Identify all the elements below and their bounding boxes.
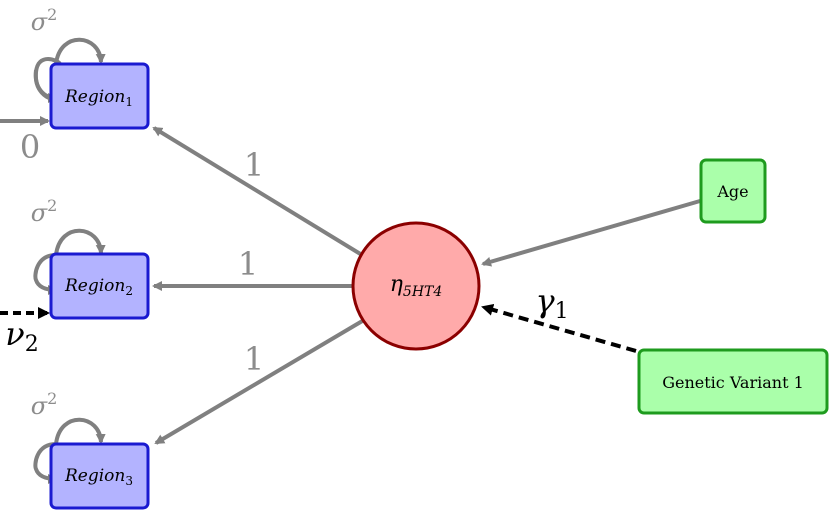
- latent-subscript: 5HT4: [403, 284, 442, 300]
- variance-symbol-2: σ: [31, 199, 48, 227]
- variance-sup-3: 2: [47, 389, 57, 408]
- region3-node[interactable]: Region3: [49, 442, 150, 510]
- svg-text:Region2: Region2: [64, 276, 133, 298]
- genetic-variant-node[interactable]: Genetic Variant 1: [637, 348, 829, 415]
- gamma-edge: [481, 303, 637, 353]
- gamma-subscript: 1: [555, 299, 569, 324]
- region1-label: Region: [64, 87, 125, 107]
- loading-edge-region1: [152, 126, 364, 257]
- svg-text:γ1: γ1: [535, 282, 568, 324]
- loading-label-3: 1: [244, 340, 264, 378]
- svg-text:ν2: ν2: [5, 315, 38, 357]
- region2-subscript: 2: [125, 284, 133, 298]
- variance-sup-1: 2: [47, 5, 57, 24]
- nu-subscript: 2: [25, 332, 39, 357]
- latent-symbol: η: [390, 272, 403, 297]
- loading-label-2: 1: [238, 245, 258, 283]
- nu-symbol: ν: [5, 315, 24, 353]
- region1-subscript: 1: [125, 95, 133, 109]
- age-node[interactable]: Age: [699, 158, 767, 224]
- variance-symbol-1: σ: [31, 8, 48, 36]
- region3-subscript: 3: [125, 474, 133, 488]
- age-label: Age: [716, 182, 748, 201]
- variance-sup-2: 2: [47, 196, 57, 215]
- region3-label: Region: [64, 466, 125, 486]
- svg-text:Region3: Region3: [64, 466, 133, 488]
- variance-symbol-3: σ: [31, 392, 48, 420]
- gamma-symbol: γ: [535, 282, 555, 320]
- svg-text:η5HT4: η5HT4: [390, 272, 443, 300]
- region2-node[interactable]: Region2: [49, 252, 150, 320]
- variance-loop-region3: [54, 417, 106, 445]
- svg-text:σ2: σ2: [31, 196, 58, 227]
- svg-text:σ2: σ2: [31, 5, 58, 36]
- age-edge: [481, 199, 701, 267]
- region1-node[interactable]: Region1: [49, 62, 150, 130]
- latent-node[interactable]: η5HT4: [351, 221, 481, 351]
- region1-input-label: 0: [20, 128, 40, 166]
- loading-edge-region3: [154, 318, 366, 445]
- loading-label-1: 1: [244, 146, 264, 184]
- svg-text:Region1: Region1: [64, 87, 133, 109]
- svg-text:σ2: σ2: [31, 389, 58, 420]
- genetic-variant-label: Genetic Variant 1: [662, 373, 804, 392]
- variance-loop-region2: [54, 228, 106, 256]
- region2-label: Region: [64, 276, 125, 296]
